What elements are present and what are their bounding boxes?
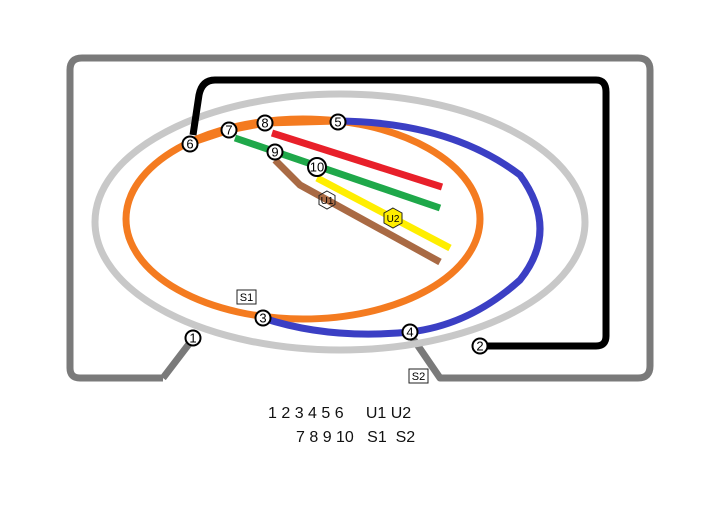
node-label: 2 [476, 339, 483, 354]
node-circle [307, 157, 327, 177]
node-circle [329, 113, 347, 131]
node-label: 7 [225, 123, 232, 138]
black-track [189, 76, 610, 350]
node-circle [181, 135, 199, 153]
node-8: 8 [256, 114, 274, 132]
marker-s2: S2 [408, 368, 429, 384]
legend-line-1: 1 2 3 4 5 6 U1 U2 [268, 405, 412, 422]
node-circle [471, 337, 489, 355]
blue-track [261, 117, 544, 338]
node-label: 9 [271, 145, 278, 160]
node-10: 10 [307, 157, 327, 177]
node-4: 4 [401, 323, 419, 341]
node-9: 9 [266, 143, 284, 161]
node-label: 6 [186, 137, 193, 152]
node-circle [401, 323, 419, 341]
node-label: 5 [334, 115, 341, 130]
marker-s2-label: S2 [412, 371, 425, 383]
node-6: 6 [181, 135, 199, 153]
marker-u1: U1 [318, 190, 336, 210]
marker-u1-label: U1 [321, 196, 334, 207]
orange-loop-track [122, 115, 484, 323]
node-circle [254, 309, 272, 327]
red-siding [270, 129, 444, 191]
outer-loop-track [91, 90, 589, 354]
node-circle [266, 143, 284, 161]
node-label: 1 [189, 331, 196, 346]
node-circle [256, 114, 274, 132]
legend-line-2: 7 8 9 10 S1 S2 [296, 429, 416, 446]
node-7: 7 [220, 121, 238, 139]
node-circle [184, 329, 202, 347]
marker-u2-label: U2 [387, 214, 400, 225]
node-2: 2 [471, 337, 489, 355]
brown-siding [272, 157, 442, 266]
node-1: 1 [184, 329, 202, 347]
node-label: 10 [310, 160, 324, 175]
node-label: 4 [406, 325, 413, 340]
node-circle [220, 121, 238, 139]
node-5: 5 [329, 113, 347, 131]
marker-s1: S1 [236, 289, 257, 305]
orange-spur-track [188, 117, 339, 147]
marker-u2: U2 [383, 207, 403, 229]
node-label: 3 [259, 311, 266, 326]
node-3: 3 [254, 309, 272, 327]
marker-s1-label: S1 [240, 292, 253, 304]
node-label: 8 [261, 116, 268, 131]
outer-frame-track [66, 54, 654, 382]
